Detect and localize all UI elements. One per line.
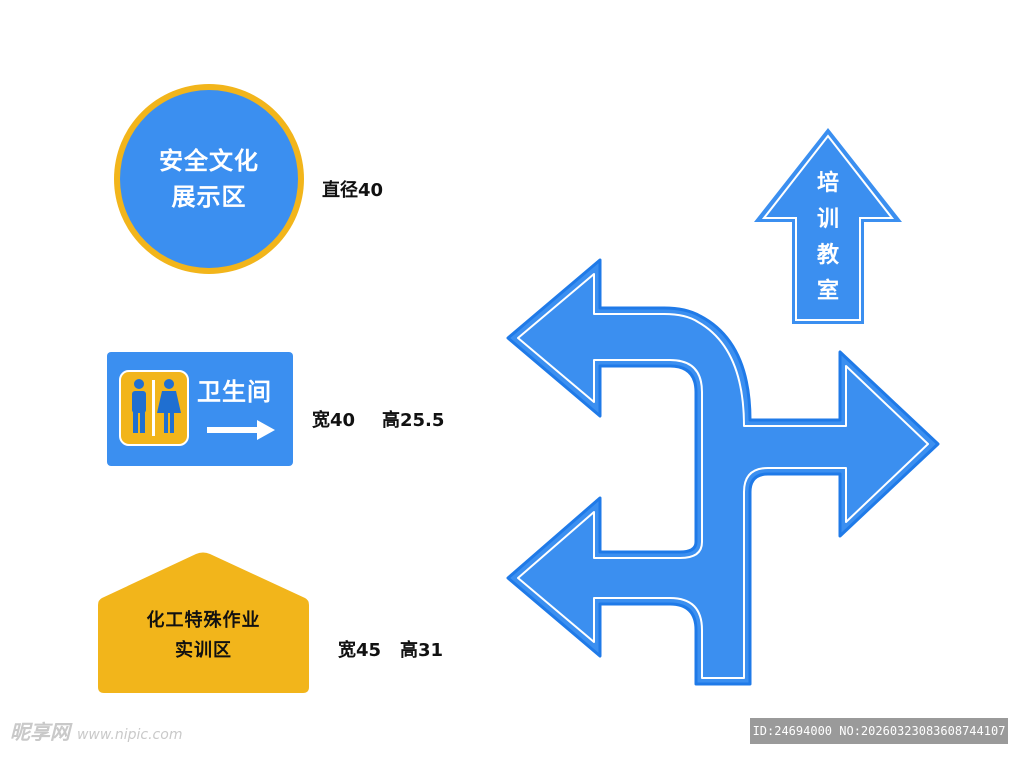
- up-arrow-sign: 培 训 教 室: [752, 126, 904, 326]
- circle-sign: 安全文化 展示区: [114, 84, 304, 274]
- circle-sign-face: 安全文化 展示区: [120, 90, 298, 268]
- up-arrow-char-1: 培: [816, 171, 839, 196]
- restroom-people-icon: [132, 379, 181, 436]
- watermark-logo-text: 昵享网: [10, 720, 70, 744]
- up-arrow-char-4: 室: [816, 279, 839, 304]
- up-arrow-char-3: 教: [816, 243, 839, 268]
- restroom-icon-box: [119, 370, 189, 446]
- right-arrow-icon: [207, 420, 275, 440]
- house-sign-line2: 实训区: [175, 640, 232, 661]
- house-shape: [98, 552, 309, 693]
- house-sign-text: 化工特殊作业 实训区: [98, 606, 309, 666]
- up-arrow-char-2: 训: [816, 207, 839, 232]
- restroom-dimension-width: 宽40: [312, 410, 356, 431]
- watermark-url: www.nipic.com: [76, 727, 183, 743]
- circle-sign-dimension: 直径40: [322, 180, 384, 201]
- restroom-title: 卫生间: [197, 378, 272, 406]
- house-sign-line1: 化工特殊作业: [146, 610, 261, 631]
- restroom-sign: 卫生间: [107, 352, 293, 466]
- watermark-logo: 昵享网 www.nipic.com: [10, 716, 182, 745]
- circle-sign-line1: 安全文化: [159, 147, 259, 175]
- three-way-direction-arrow-icon: [506, 258, 940, 686]
- up-arrow-text: 培 训 教 室: [804, 166, 852, 310]
- image-id-bar: ID:24694000 NO:20260323083608744107: [750, 718, 1008, 744]
- up-arrow-icon: [754, 128, 902, 324]
- house-dimension-width: 宽45: [338, 640, 382, 661]
- house-dimension-height: 高31: [400, 640, 444, 661]
- restroom-dimension-height: 高25.5: [382, 410, 445, 431]
- circle-sign-line2: 展示区: [171, 183, 247, 211]
- house-sign: 化工特殊作业 实训区: [98, 552, 309, 693]
